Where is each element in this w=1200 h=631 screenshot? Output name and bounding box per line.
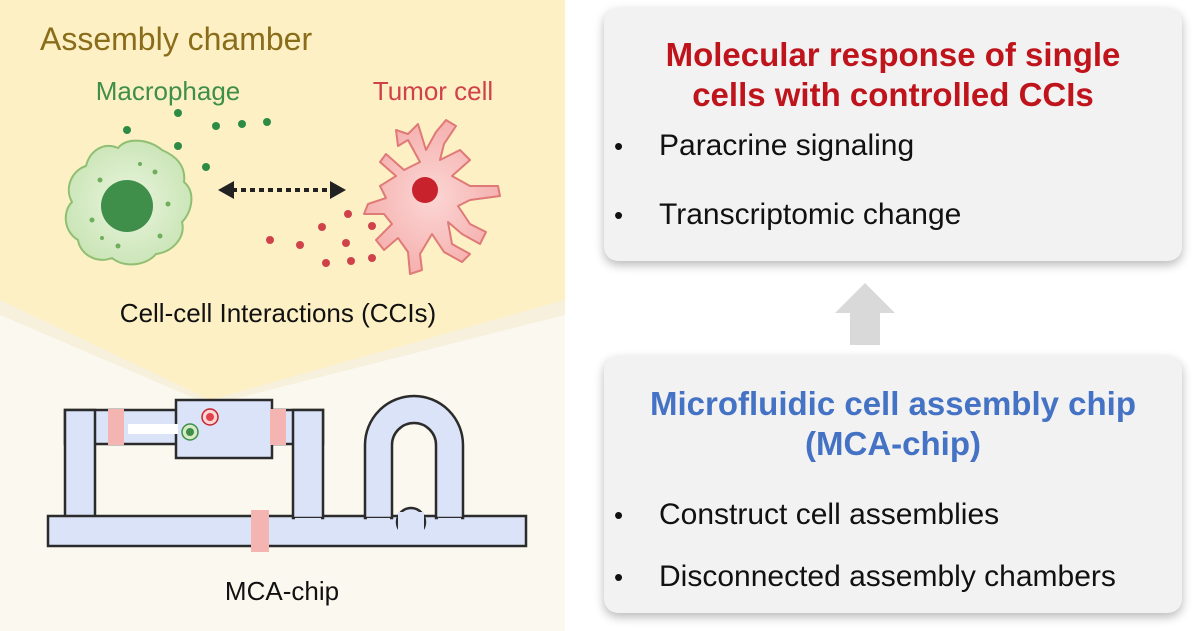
bullet-item: • Paracrine signaling [604, 126, 1182, 166]
title-line-2: cells with controlled CCIs [692, 76, 1094, 113]
bullet-text: Paracrine signaling [659, 129, 915, 162]
molecular-response-title: Molecular response of single cells with … [604, 35, 1182, 115]
bullet-text: Disconnected assembly chambers [659, 560, 1116, 593]
mca-chip-title: Microfluidic cell assembly chip (MCA-chi… [604, 384, 1182, 464]
bullet-item: • Disconnected assembly chambers [604, 557, 1182, 597]
bullet-dot-icon: • [614, 130, 624, 161]
tumor-cell-label: Tumor cell [373, 76, 493, 106]
chip-label: MCA-chip [225, 576, 339, 606]
bullet-dot-icon: • [614, 561, 624, 592]
bullet-item: • Construct cell assemblies [604, 495, 1182, 535]
title-line-1: Microfluidic cell assembly chip [650, 385, 1136, 422]
tumor-secretion-dots [266, 210, 376, 267]
assembly-chamber-title: Assembly chamber [40, 21, 312, 57]
macrophage-nucleus [101, 180, 153, 232]
up-arrow-icon [835, 283, 895, 345]
mca-chip [46, 394, 528, 552]
bullet-item: • Transcriptomic change [604, 195, 1182, 235]
bullet-text: Transcriptomic change [659, 198, 962, 231]
bullet-dot-icon: • [614, 199, 624, 230]
bullet-text: Construct cell assemblies [659, 498, 1000, 531]
title-line-1: Molecular response of single [665, 36, 1121, 73]
callout-shadow-wedge [0, 300, 565, 405]
mca-chip-card: Microfluidic cell assembly chip (MCA-chi… [604, 356, 1182, 613]
assembly-chamber-callout [0, 0, 565, 400]
interaction-double-arrow [218, 181, 346, 199]
macrophage-label: Macrophage [96, 76, 241, 106]
tumor-nucleus [412, 177, 438, 203]
macrophage-granules [89, 162, 171, 249]
title-line-2: (MCA-chip) [805, 425, 981, 462]
molecular-response-card: Molecular response of single cells with … [604, 8, 1182, 261]
bullet-dot-icon: • [614, 499, 624, 530]
macrophage-secretion-dots [123, 109, 271, 171]
cci-label: Cell-cell Interactions (CCIs) [120, 298, 436, 328]
